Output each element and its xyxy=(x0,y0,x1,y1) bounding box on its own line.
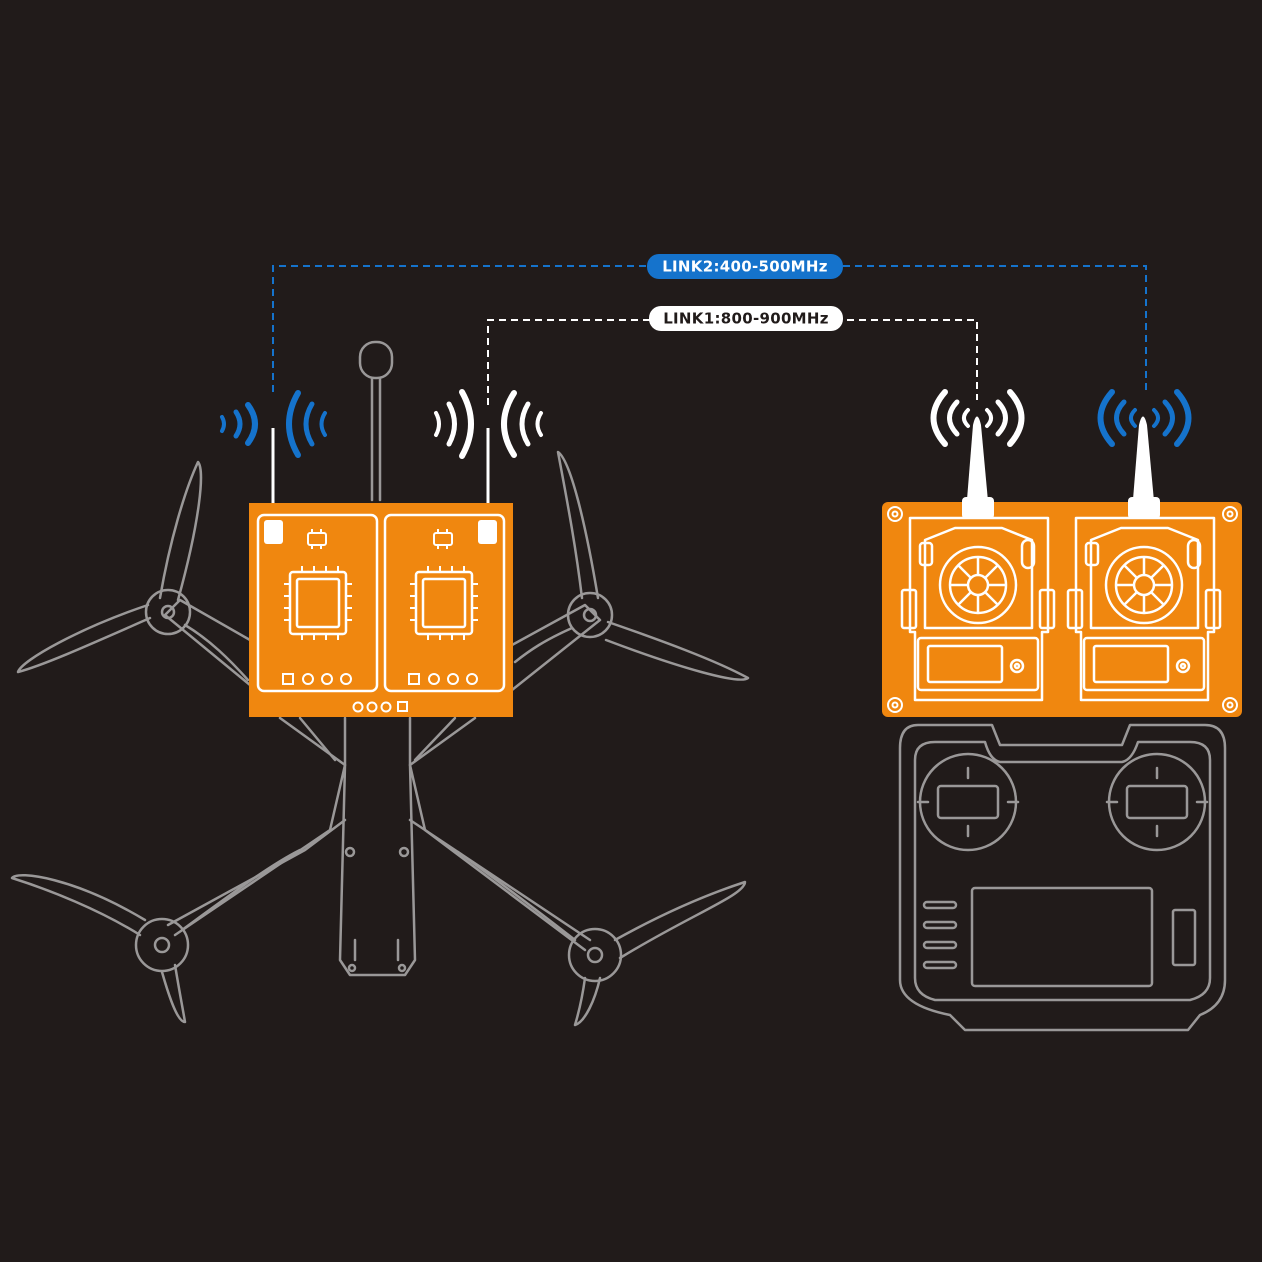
transmitter-module-icon xyxy=(882,416,1242,717)
link1-connection xyxy=(487,319,978,405)
link2-label: LINK2:400-500MHz xyxy=(647,254,843,279)
link1-label: LINK1:800-900MHz xyxy=(649,306,843,331)
quadcopter-drone-icon xyxy=(10,340,750,1027)
signal-wave-icon xyxy=(220,389,1192,459)
receiver-module-icon xyxy=(249,428,513,717)
link2-label-text: LINK2:400-500MHz xyxy=(662,258,828,276)
link1-label-text: LINK1:800-900MHz xyxy=(663,310,829,328)
link2-connection xyxy=(272,265,1147,392)
radio-controller-icon xyxy=(898,723,1227,1032)
